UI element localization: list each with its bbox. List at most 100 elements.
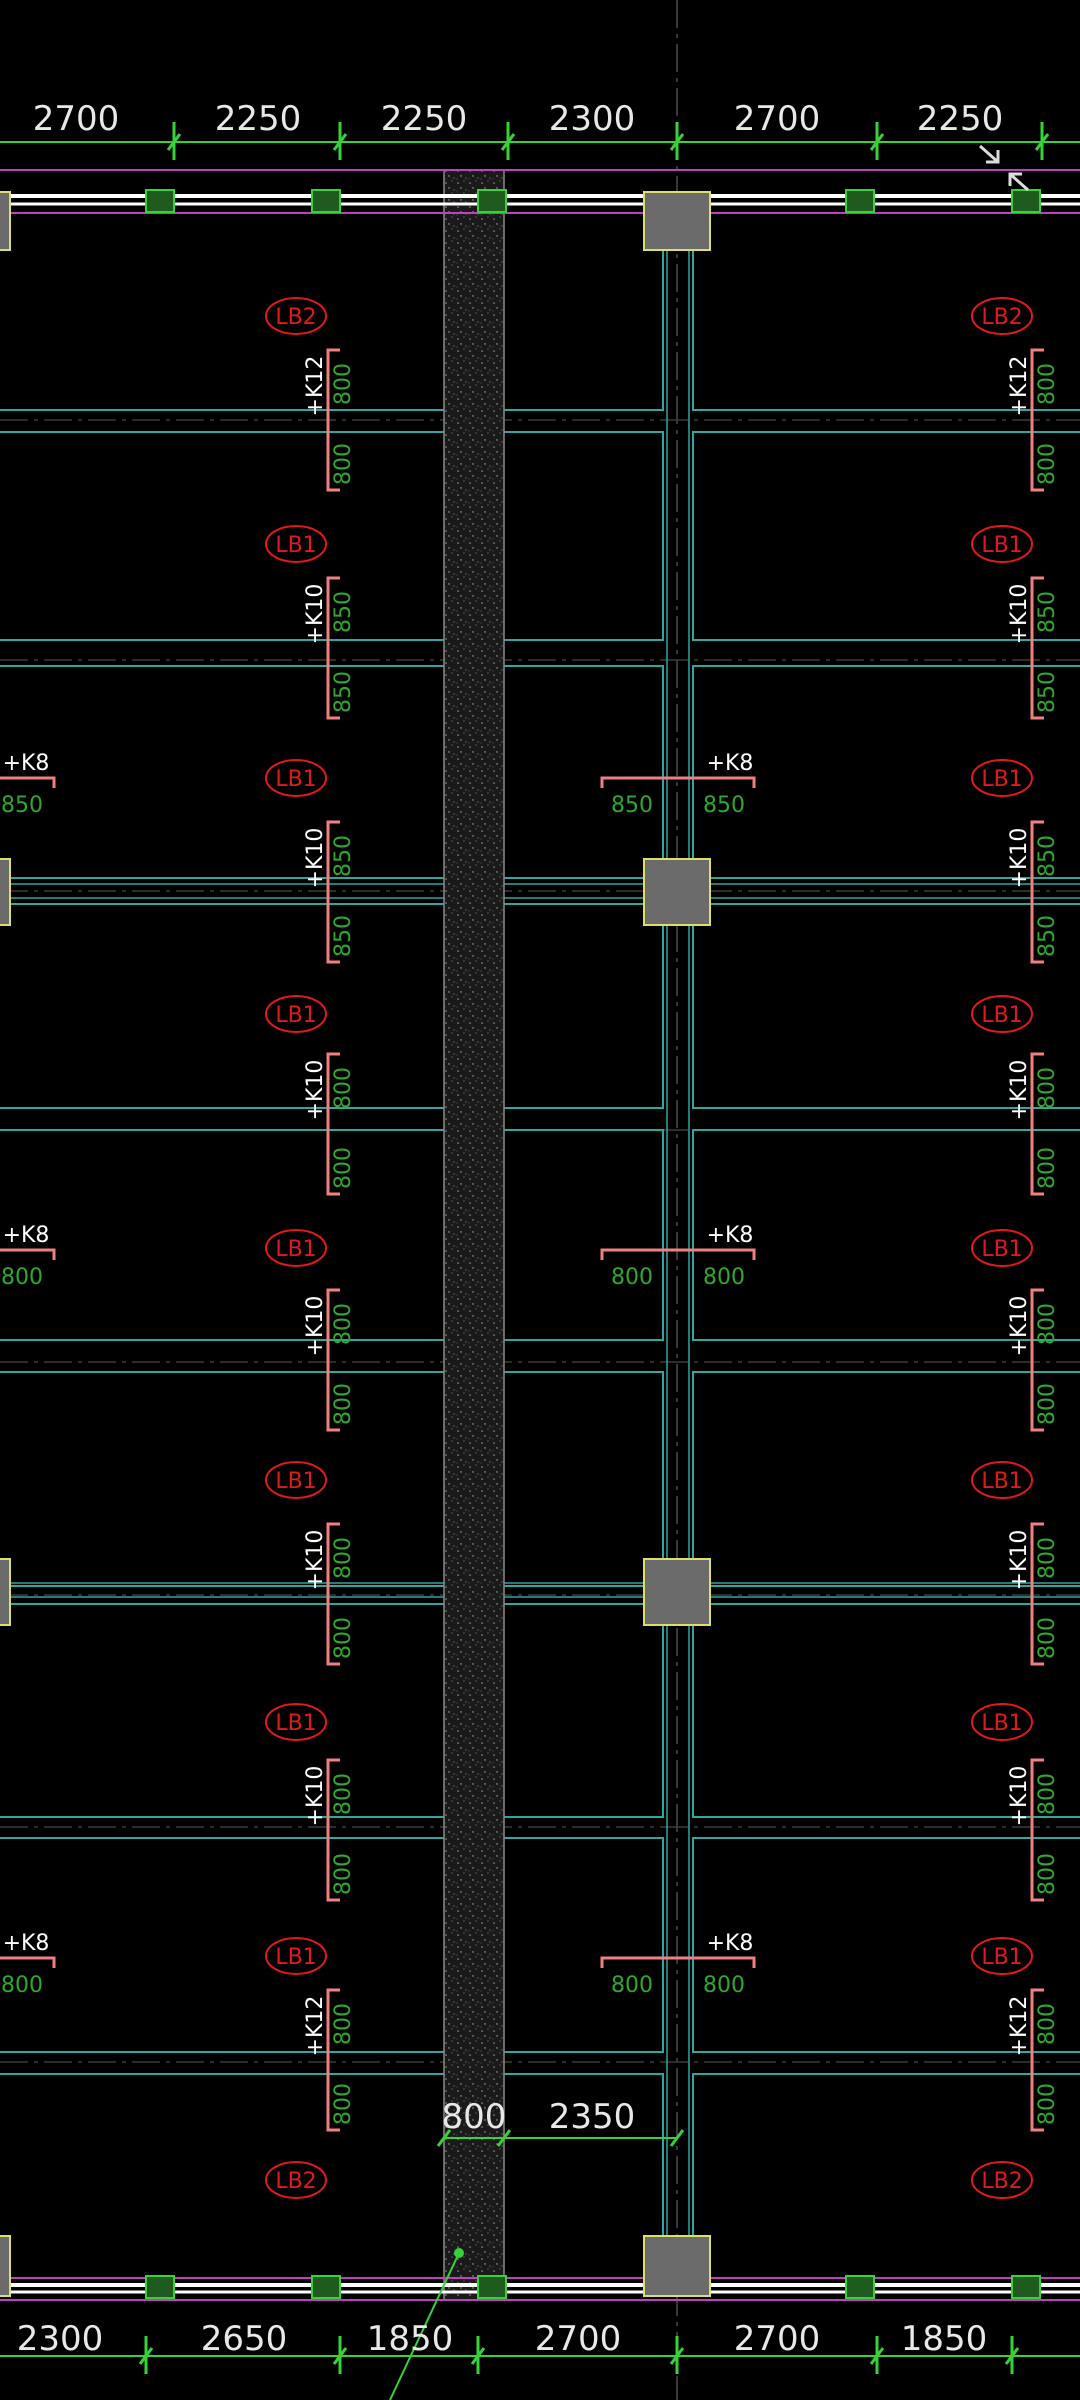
bottom-dim-2: 2650 — [201, 2319, 288, 2359]
rebar-label: +K12 — [1007, 1996, 1032, 2057]
spacing-top: 800 — [331, 1067, 356, 1109]
spacing-bottom: 850 — [1035, 915, 1060, 957]
spacing-top: 800 — [1035, 1773, 1060, 1815]
bottom-dim-1: 2300 — [17, 2319, 104, 2359]
bottom-dimension-labels: 2300 2650 1850 2700 2700 1850 — [17, 2319, 988, 2359]
slab-tag-outline — [265, 2161, 327, 2199]
spacing-bottom: 800 — [1035, 1147, 1060, 1189]
rebar-bracket — [326, 1288, 340, 1432]
column-3 — [643, 1558, 711, 1626]
rebar-bracket — [326, 1758, 340, 1902]
spacing-bottom: 800 — [331, 1383, 356, 1425]
spacing-top: 800 — [331, 363, 356, 405]
spacing-bottom: 800 — [1035, 1853, 1060, 1895]
spacing-top: 850 — [1035, 835, 1060, 877]
edge-rebar-label: +K8 — [3, 1223, 50, 1248]
spacing-top: 800 — [1035, 2003, 1060, 2045]
horizontal-right-value: 800 — [703, 1265, 745, 1290]
rebar-bracket — [326, 576, 340, 720]
bottom-dim-6: 1850 — [901, 2319, 988, 2359]
columns — [0, 191, 711, 2297]
lower-dim-1: 800 — [442, 2097, 507, 2137]
rebar-bracket — [1030, 1522, 1044, 1666]
top-dimension-labels: 2700 2250 2250 2300 2700 2250 — [33, 99, 1004, 139]
column-edge-3 — [0, 1558, 11, 1626]
slab-tag: LB1 — [971, 1229, 1033, 1267]
rebar-label: +K10 — [1007, 1060, 1032, 1121]
bottom-dimension-line — [0, 2248, 1080, 2400]
slab-tag-label: LB1 — [981, 1945, 1022, 1970]
slab-tag-label: LB2 — [981, 2169, 1022, 2194]
slab-tag: LB1 — [971, 1461, 1033, 1499]
slab-tag: LB2 — [971, 297, 1033, 335]
slab-tag: LB2 — [265, 2161, 327, 2199]
spacing-top: 800 — [1035, 1537, 1060, 1579]
column-1 — [643, 191, 711, 251]
slab-tag-outline — [265, 1229, 327, 1267]
horizontal-left-value: 850 — [611, 793, 653, 818]
horizontal-left-value: 800 — [611, 1973, 653, 1998]
horizontal-right-value: 800 — [703, 1973, 745, 1998]
slab-tag-label: LB1 — [275, 1237, 316, 1262]
slab-tag-label: LB1 — [275, 1003, 316, 1028]
spacing-top: 800 — [331, 2003, 356, 2045]
column-edge-1 — [0, 191, 11, 251]
rebar-label: +K10 — [1007, 1296, 1032, 1357]
rebar-bracket — [326, 1988, 340, 2132]
rebar-label: +K10 — [1007, 1530, 1032, 1591]
slab-tag-outline — [971, 1703, 1033, 1741]
spacing-bottom: 850 — [1035, 671, 1060, 713]
rebar-bracket — [1030, 348, 1044, 492]
slab-tag-label: LB1 — [275, 1945, 316, 1970]
slab-tag-outline — [971, 995, 1033, 1033]
horizontal-rebar-bracket — [600, 1956, 756, 1968]
rebar-bracket — [1030, 1288, 1044, 1432]
slab-panel-outlines — [0, 212, 1080, 2286]
slab-tag-outline — [265, 525, 327, 563]
rebar-label: +K10 — [1007, 584, 1032, 645]
hatched-strip — [443, 169, 505, 2301]
rebar-label: +K12 — [303, 356, 328, 417]
slab-tag: LB1 — [265, 1937, 327, 1975]
top-dim-6: 2250 — [917, 99, 1004, 139]
rebar-label: +K10 — [1007, 828, 1032, 889]
rebar-label: +K10 — [303, 1766, 328, 1827]
horizontal-rebar-label: +K8 — [707, 751, 754, 776]
edge-rebar-label: +K8 — [3, 1931, 50, 1956]
column-edge-2 — [0, 858, 11, 926]
spacing-top: 800 — [1035, 363, 1060, 405]
slab-tag-label: LB2 — [275, 2169, 316, 2194]
spacing-bottom: 800 — [331, 2083, 356, 2125]
slab-tag: LB1 — [971, 1937, 1033, 1975]
bottom-dim-3: 1850 — [367, 2319, 454, 2359]
slab-tag-outline — [971, 297, 1033, 335]
column-2 — [643, 858, 711, 926]
slab-tag-label: LB1 — [275, 533, 316, 558]
top-wall — [0, 169, 1080, 214]
slab-tag-outline — [265, 1703, 327, 1741]
spacing-top: 800 — [331, 1537, 356, 1579]
slab-tag: LB1 — [265, 1703, 327, 1741]
slab-tag-outline — [265, 1461, 327, 1499]
slab-tag-label: LB1 — [275, 1469, 316, 1494]
slab-tag-outline — [265, 995, 327, 1033]
slab-tag-outline — [971, 1937, 1033, 1975]
bottom-dim-4: 2700 — [535, 2319, 622, 2359]
spacing-bottom: 800 — [331, 1853, 356, 1895]
slab-tag-label: LB1 — [981, 767, 1022, 792]
rebar-bracket — [1030, 1988, 1044, 2132]
spacing-bottom: 800 — [1035, 2083, 1060, 2125]
horizontal-rebar-label: +K8 — [707, 1223, 754, 1248]
